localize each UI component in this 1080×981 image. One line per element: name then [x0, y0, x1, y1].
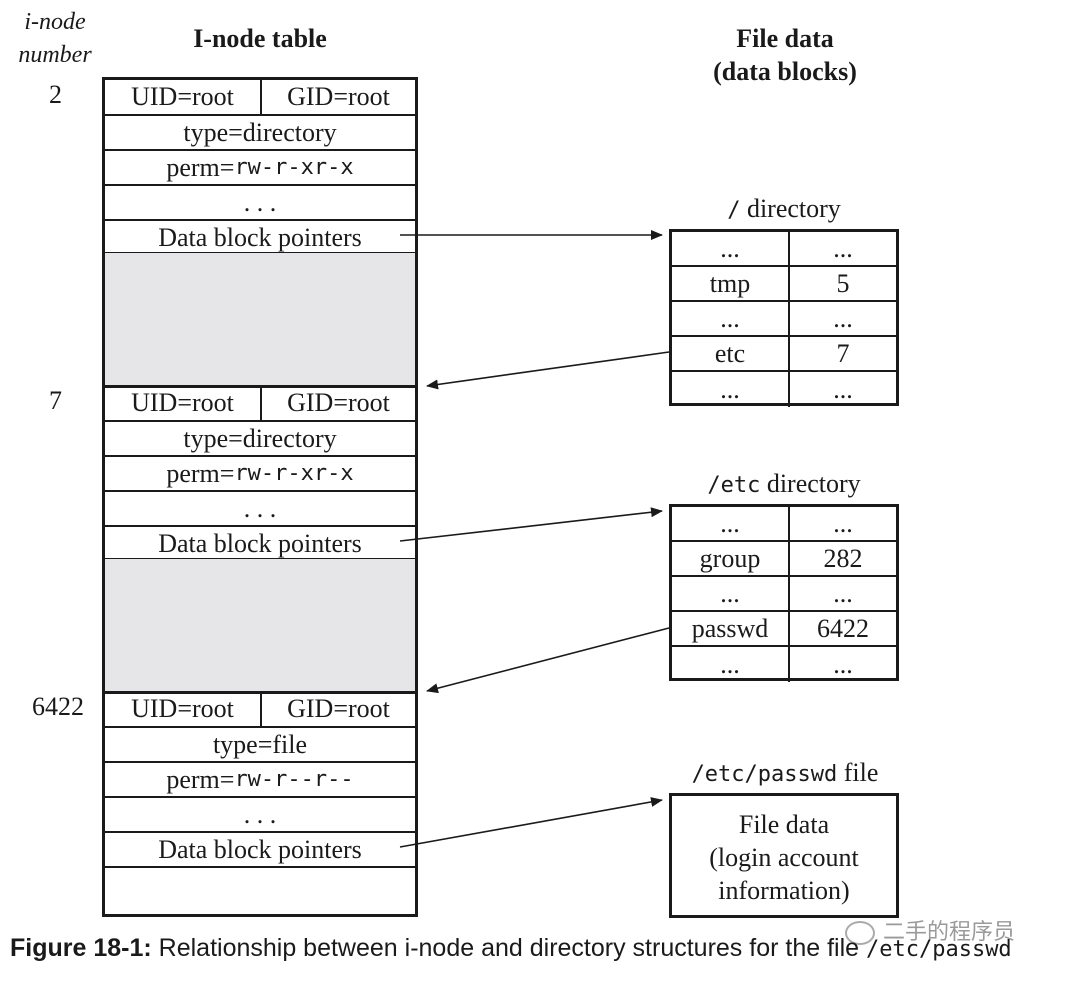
- inode-2-gid: GID=root: [287, 82, 390, 111]
- inode-number-2: 2: [49, 80, 62, 109]
- watermark: 二手的程序员: [845, 914, 1015, 946]
- figure-caption: Figure 18-1: Relationship between i-node…: [10, 934, 1012, 962]
- inode-7-owner-row: UID=root GID=root: [105, 386, 415, 422]
- inode-2-type: type=directory: [105, 116, 415, 151]
- arrow-etc-entry-to-inode7: [426, 351, 670, 390]
- etc-dir-row: ......: [672, 507, 896, 542]
- arrow-inode7-to-etc-dir: [399, 507, 663, 542]
- arrow-passwd-entry-to-inode6422: [426, 627, 670, 694]
- inode-2-owner-row: UID=root GID=root: [105, 80, 415, 116]
- inode-6422-ellipsis: . . .: [105, 798, 415, 833]
- inode-6422-pointers: Data block pointers: [105, 833, 415, 868]
- etc-directory-label: /etc directory: [707, 469, 861, 498]
- inode-2-perm: perm=rw-r-xr-x: [105, 151, 415, 186]
- inode-7-gid: GID=root: [287, 388, 390, 417]
- inode-6422-gid: GID=root: [287, 694, 390, 723]
- inode-7-type: type=directory: [105, 422, 415, 457]
- inode-2-uid: UID=root: [105, 80, 262, 114]
- inode-6422-perm: perm=rw-r--r--: [105, 763, 415, 798]
- arrow-inode6422-to-file-data: [399, 797, 663, 848]
- file-data-header: File data (data blocks): [713, 24, 857, 86]
- inode-6422-uid: UID=root: [105, 692, 262, 726]
- inode-6422-owner-row: UID=root GID=root: [105, 692, 415, 728]
- root-dir-row: ......: [672, 232, 896, 267]
- inode-7-pointers: Data block pointers: [158, 528, 362, 558]
- inode-6422-type: type=file: [105, 728, 415, 763]
- inode-number-7: 7: [49, 386, 62, 415]
- inode-gap-1: [105, 252, 415, 388]
- inode-7-uid: UID=root: [105, 386, 262, 420]
- passwd-file-data-box: File data (login account information): [669, 793, 899, 918]
- inode-gap-2: [105, 558, 415, 694]
- inode-2-ellipsis: . . .: [105, 186, 415, 221]
- etc-dir-row: ......: [672, 647, 896, 682]
- inode-number-header: i-node number: [18, 9, 92, 68]
- root-dir-row: ......: [672, 302, 896, 337]
- wechat-icon: [845, 921, 875, 945]
- inode-7-ellipsis: . . .: [105, 492, 415, 527]
- root-directory-label: / directory: [727, 194, 841, 223]
- root-dir-row: ......: [672, 372, 896, 407]
- passwd-file-label: /etc/passwd file: [691, 758, 879, 787]
- inode-table: UID=root GID=root type=directory perm=rw…: [102, 77, 418, 917]
- inode-number-6422: 6422: [32, 692, 84, 721]
- inode-7-perm: perm=rw-r-xr-x: [105, 457, 415, 492]
- etc-dir-row: ......: [672, 577, 896, 612]
- inode-2-pointers: Data block pointers: [158, 222, 362, 252]
- inode-table-header: I-node table: [193, 24, 327, 53]
